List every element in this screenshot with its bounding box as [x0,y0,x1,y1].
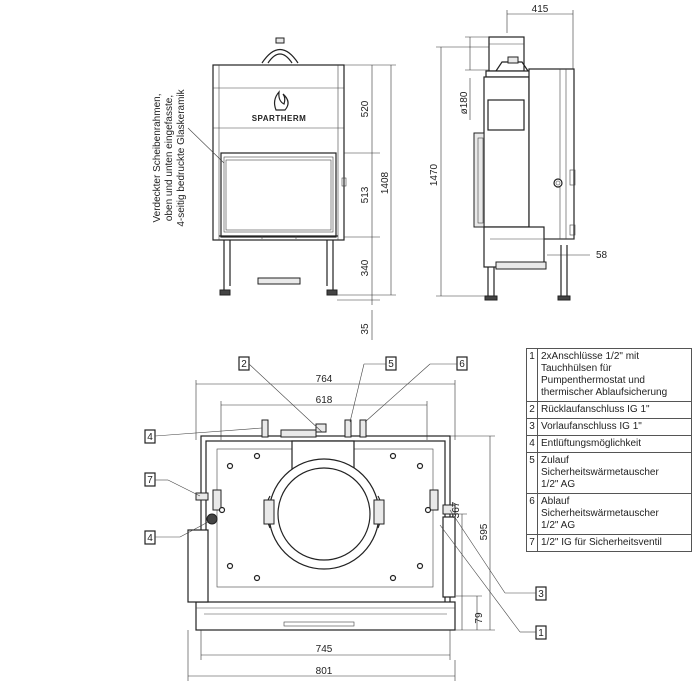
legend-text: Zulauf Sicherheitswärmetauscher 1/2" AG [537,452,692,494]
dim-top-745: 745 [316,644,333,655]
svg-text:7: 7 [147,475,153,486]
dim-side-415: 415 [532,4,549,15]
dim-front-1408: 1408 [380,171,391,194]
dim-front-340: 340 [360,259,371,276]
dim-side-1470: 1470 [429,163,440,186]
callout-6: 6 [364,356,468,423]
dim-top-764: 764 [316,374,333,385]
top-view: 764 618 745 801 595 367 79 2 5 [144,356,547,681]
brand-label: SPARTHERM [252,114,307,123]
side-view: 415 ø180 1470 58 [429,4,608,301]
svg-text:2: 2 [241,359,247,370]
svg-text:4: 4 [147,432,153,443]
flue-pipe [488,36,525,72]
side-note-line-1: Verdeckter Scheibenrahmen, [152,94,163,223]
callout-3: 3 [449,509,547,601]
callout-5: 5 [349,356,397,423]
side-note-line-2: oben und unten eingefasste, [164,95,175,221]
front-view: SPARTHERM 520 513 340 1408 35 Verdeckter [152,37,396,340]
legend-number: 1 [526,348,538,402]
callout-4-top: 4 [144,427,263,444]
callout-4-side: 4 [144,521,209,545]
dim-top-595: 595 [479,523,490,540]
svg-text:5: 5 [388,359,394,370]
legend-number: 6 [526,493,538,535]
dim-top-801: 801 [316,666,333,677]
legend-number: 4 [526,435,538,453]
legend-number: 7 [526,534,538,552]
legend-text: Vorlaufanschluss IG 1" [537,418,692,436]
legend-number: 3 [526,418,538,436]
fire-door [220,152,337,238]
firebox-ring [268,458,380,570]
dim-front-520: 520 [360,100,371,117]
side-note-line-3: 4-seitig bedruckte Glaskeramik [176,88,187,226]
legend-text: Entlüftungsmöglichkeit [537,435,692,453]
dim-top-367: 367 [451,501,462,518]
svg-text:6: 6 [459,359,465,370]
legend-text: Ablauf Sicherheitswärmetauscher 1/2" AG [537,493,692,535]
legend-number: 5 [526,452,538,494]
callout-7: 7 [144,472,201,497]
svg-text:4: 4 [147,533,153,544]
legend-text: Rücklaufanschluss IG 1" [537,401,692,419]
dim-top-79: 79 [474,612,485,624]
legend-text: 2xAnschlüsse 1/2" mit Tauchhülsen für Pu… [537,348,692,402]
dim-side-flue-diameter: ø180 [459,91,470,114]
flue-collar [261,48,299,64]
dim-front-35: 35 [360,323,371,335]
dim-front-513: 513 [360,186,371,203]
dim-top-618: 618 [316,395,333,406]
callout-2: 2 [238,356,323,433]
legend-number: 2 [526,401,538,419]
spartherm-logo [273,90,289,111]
dim-side-58: 58 [596,250,608,261]
callout-1: 1 [439,524,547,640]
svg-text:3: 3 [538,589,544,600]
svg-text:1: 1 [538,628,544,639]
legend-text: 1/2" IG für Sicherheitsventil [537,534,692,552]
